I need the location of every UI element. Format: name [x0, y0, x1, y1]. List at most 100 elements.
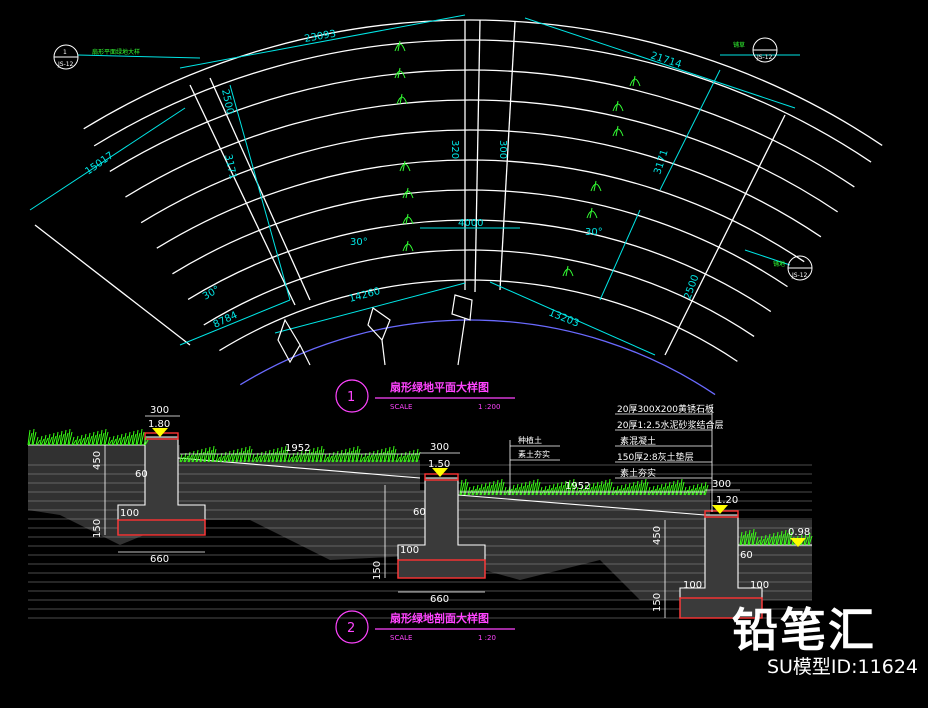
- title2-num: 2: [347, 621, 355, 636]
- plan-arc: [93, 39, 872, 163]
- title2-text: 扇形绿地剖面大样图: [390, 611, 489, 625]
- plan-tree-grates: [277, 294, 473, 366]
- grass-blade: [671, 480, 677, 496]
- dim-3171-left: 3171: [222, 153, 238, 180]
- plan-grass-symbol: [612, 100, 624, 112]
- grass-blade: [519, 482, 525, 496]
- grass-blade: [751, 528, 757, 546]
- grass-blade: [227, 450, 233, 463]
- grass-blade: [639, 479, 645, 496]
- section-dim-texts: 300 1952 300 1952 300 660 660 450 100 60…: [92, 405, 769, 612]
- grass-blade: [323, 453, 329, 463]
- grass-blade: [411, 449, 417, 463]
- title1-num: 1: [347, 390, 355, 405]
- plan-grass-symbol: [590, 180, 602, 192]
- plan-arc: [203, 249, 755, 337]
- grass-blade: [591, 482, 597, 496]
- title1-scale-val: 1 :200: [478, 403, 500, 411]
- plan-grass-symbol: [612, 125, 624, 137]
- grass-blade: [515, 483, 521, 496]
- title-block-1: 1 扇形绿地平面大样图 SCALE 1 :200: [335, 379, 515, 413]
- grass-blade: [215, 453, 221, 463]
- dim-14260: 14260: [348, 286, 382, 305]
- sec-dim-150-a: 150: [92, 519, 103, 538]
- grass-blade: [191, 450, 197, 463]
- plan-arcs: [83, 19, 883, 396]
- grass-blade: [675, 479, 681, 496]
- grass-blade: [387, 446, 393, 463]
- grass-blade: [475, 484, 481, 496]
- plan-arc: [83, 19, 883, 146]
- grass-blade: [611, 486, 617, 496]
- grass-blade: [407, 450, 413, 463]
- grass-blade: [595, 481, 601, 496]
- grass-blade: [71, 436, 77, 446]
- section-mid-notes: 种植土 素土夯实: [509, 435, 560, 495]
- plan-grass-symbol: [394, 40, 406, 52]
- grass-blade: [67, 428, 73, 446]
- grass-blade: [339, 449, 345, 463]
- grass-blade: [743, 530, 749, 546]
- plan-arc: [125, 99, 838, 213]
- callout-left-label: 扇形平面绿地大样: [92, 48, 140, 56]
- grass-blade: [695, 483, 701, 496]
- plan-grass-symbol: [402, 240, 414, 252]
- grass-blade: [563, 480, 569, 496]
- dim-4000: 4000: [458, 218, 483, 229]
- callout-right-top-label: 铺草: [733, 41, 745, 49]
- grass-blade: [99, 429, 105, 446]
- grass-blade: [635, 480, 641, 496]
- grass-blade: [627, 482, 633, 496]
- grass-blade: [239, 447, 245, 463]
- sec-dim-150-c: 150: [652, 593, 663, 612]
- grass-blade: [179, 453, 185, 463]
- grass-blade: [303, 449, 309, 463]
- plan-grass-symbol: [394, 67, 406, 79]
- sec-dim-300-b: 300: [430, 442, 449, 453]
- sec-dim-300-a: 300: [150, 405, 169, 416]
- grass-blade: [767, 533, 773, 546]
- grass-blade: [287, 453, 293, 463]
- plan-grass-symbol: [586, 207, 598, 219]
- plan-grass-symbol: [396, 93, 408, 105]
- grass-blade: [359, 453, 365, 463]
- grass-blade: [243, 446, 249, 463]
- note-2: 素混凝土: [620, 435, 656, 447]
- mid-note-1: 素土夯实: [518, 449, 550, 459]
- title-block-2: 2 扇形绿地剖面大样图 SCALE 1 :20: [335, 610, 515, 644]
- grass-blade: [263, 450, 269, 463]
- sec-dim-300-c: 300: [712, 479, 731, 490]
- plan-callout-lines: [77, 54, 201, 59]
- sec-dim-150-b: 150: [372, 561, 383, 580]
- sec-dim-660-b: 660: [430, 594, 449, 605]
- grass-blade: [683, 486, 689, 496]
- grass-blade: [311, 447, 317, 463]
- grass-blade: [47, 433, 53, 446]
- grass-blade: [255, 452, 261, 463]
- note-0: 20厚300X200黄锈石板: [617, 403, 714, 415]
- grass-blade: [115, 434, 121, 446]
- dim-300: 300: [497, 140, 508, 159]
- grass-blade: [667, 481, 673, 496]
- grass-blade: [107, 436, 113, 446]
- grass-blade: [467, 486, 473, 496]
- sec-dim-1952-b: 1952: [565, 481, 590, 492]
- grass-blade: [203, 447, 209, 463]
- grass-blade: [123, 432, 129, 446]
- sec-dim-100-a: 100: [120, 508, 139, 519]
- grass-blade: [631, 481, 637, 496]
- grass-blade: [575, 486, 581, 496]
- grass-blade: [63, 429, 69, 446]
- note-3: 150厚2:8灰土垫层: [617, 451, 694, 463]
- sec-dim-60-c: 60: [740, 550, 753, 561]
- grass-blade: [523, 481, 529, 496]
- grass-blade: [599, 480, 605, 496]
- dim-13203: 13203: [547, 308, 581, 330]
- grass-blade: [587, 483, 593, 496]
- grass-blade: [803, 533, 809, 546]
- grass-blade: [479, 483, 485, 496]
- watermark-logo: 铅笔汇: [732, 603, 876, 657]
- grass-blade: [327, 452, 333, 463]
- grass-blade: [739, 531, 745, 546]
